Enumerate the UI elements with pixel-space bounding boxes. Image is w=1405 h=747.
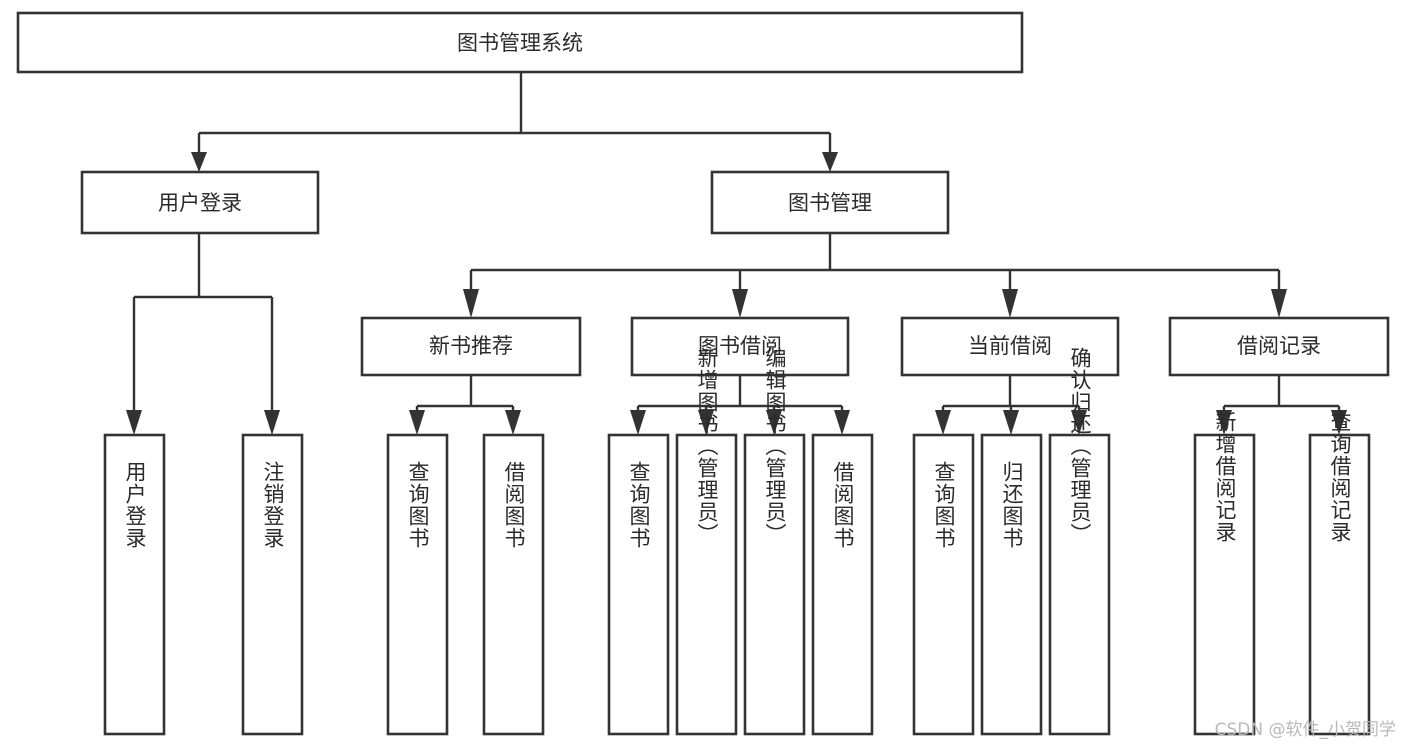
leaf-borrow-take-book[interactable]: 借阅图书 <box>811 433 874 736</box>
arrow-bookmanage-to-currentborrow <box>1002 289 1018 318</box>
arrow-newbook-to-leaf-query <box>409 410 425 435</box>
node-user-login-box[interactable] <box>80 170 320 235</box>
leaf-borrow-take-book-box[interactable] <box>811 433 874 736</box>
leaf-record-query[interactable]: 查询借阅记录 <box>1308 411 1371 736</box>
leaf-record-add-label: 新增借阅记录 <box>1213 411 1237 543</box>
node-current-borrow-box[interactable] <box>900 316 1120 377</box>
arrow-bookborrow-to-leaf-query <box>630 410 646 435</box>
leaf-borrow-edit-book-box[interactable] <box>743 433 806 736</box>
arrow-currentborrow-to-leaf-query <box>935 410 951 435</box>
leaf-current-return-book[interactable]: 归还图书 <box>980 433 1043 736</box>
arrow-root-to-user-login <box>191 152 207 172</box>
arrow-bookborrow-to-leaf-take <box>834 410 850 435</box>
leaf-borrow-take-book-label: 借阅图书 <box>831 461 855 549</box>
node-root-box[interactable] <box>16 11 1024 74</box>
arrow-newbook-to-leaf-borrow <box>505 410 521 435</box>
node-book-manage-box[interactable] <box>710 170 950 235</box>
connector-layer <box>126 72 1347 435</box>
node-user-login[interactable]: 用户登录 <box>80 170 320 235</box>
leaf-current-query-book-box[interactable] <box>912 433 975 736</box>
leaf-user-logout[interactable]: 注销登录 <box>241 433 304 736</box>
arrow-root-to-book-manage <box>822 152 838 172</box>
leaf-borrow-add-book-label: 新增图书（管理员） <box>695 347 719 545</box>
arrow-currentborrow-to-leaf-return <box>1003 410 1019 435</box>
leaf-record-query-label: 查询借阅记录 <box>1328 411 1352 543</box>
leaf-user-login-box[interactable] <box>103 433 166 736</box>
csdn-watermark: CSDN @软件_小贺同学 <box>1215 720 1396 740</box>
arrow-bookmanage-to-borrowrecord <box>1271 289 1287 318</box>
leaf-borrow-query-book[interactable]: 查询图书 <box>607 433 670 736</box>
node-borrow-record[interactable]: 借阅记录 <box>1168 316 1390 377</box>
node-new-book-recommend-label: 新书推荐 <box>429 334 513 358</box>
arrow-bookborrow-to-leaf-add <box>698 410 714 435</box>
node-current-borrow-label: 当前借阅 <box>968 334 1052 358</box>
arrow-borrowrecord-to-leaf-add <box>1216 410 1232 435</box>
node-new-book-recommend-box[interactable] <box>360 316 582 377</box>
leaf-recommend-borrow-book[interactable]: 借阅图书 <box>482 433 545 736</box>
leaf-recommend-query-book-label: 查询图书 <box>406 461 430 549</box>
node-book-borrow[interactable]: 图书借阅 <box>630 316 850 377</box>
leaf-record-add[interactable]: 新增借阅记录 <box>1193 411 1256 736</box>
leaf-borrow-edit-book[interactable]: 编辑图书（管理员） <box>743 347 806 736</box>
leaf-current-confirm-return-label: 确认归还（管理员） <box>1068 347 1092 545</box>
leaf-current-query-book-label: 查询图书 <box>932 461 956 549</box>
leaf-current-confirm-return-box[interactable] <box>1048 433 1111 736</box>
leaf-borrow-edit-book-label: 编辑图书（管理员） <box>763 347 787 545</box>
arrow-userlogin-to-leaf-login <box>126 410 142 435</box>
node-book-manage-label: 图书管理 <box>788 191 872 215</box>
node-borrow-record-label: 借阅记录 <box>1237 334 1321 358</box>
node-book-manage[interactable]: 图书管理 <box>710 170 950 235</box>
leaf-user-logout-label: 注销登录 <box>261 461 285 549</box>
leaf-recommend-borrow-book-box[interactable] <box>482 433 545 736</box>
leaf-borrow-query-book-box[interactable] <box>607 433 670 736</box>
leaf-current-return-book-label: 归还图书 <box>1000 461 1024 549</box>
node-book-borrow-box[interactable] <box>630 316 850 377</box>
leaf-user-logout-box[interactable] <box>241 433 304 736</box>
leaf-current-confirm-return[interactable]: 确认归还（管理员） <box>1048 347 1111 736</box>
leaf-user-login[interactable]: 用户登录 <box>103 433 166 736</box>
arrow-bookborrow-to-leaf-edit <box>766 410 782 435</box>
node-root-label: 图书管理系统 <box>457 31 583 55</box>
leaf-recommend-borrow-book-label: 借阅图书 <box>502 461 526 549</box>
leaf-record-add-box[interactable] <box>1193 433 1256 736</box>
node-book-borrow-label: 图书借阅 <box>698 334 782 358</box>
node-root[interactable]: 图书管理系统 <box>16 11 1024 74</box>
leaf-recommend-query-book[interactable]: 查询图书 <box>386 433 449 736</box>
node-current-borrow[interactable]: 当前借阅 <box>900 316 1120 377</box>
leaf-borrow-add-book-box[interactable] <box>675 433 738 736</box>
leaf-recommend-query-book-box[interactable] <box>386 433 449 736</box>
leaf-record-query-box[interactable] <box>1308 433 1371 736</box>
node-user-login-label: 用户登录 <box>158 191 242 215</box>
leaf-borrow-query-book-label: 查询图书 <box>627 461 651 549</box>
node-borrow-record-box[interactable] <box>1168 316 1390 377</box>
arrow-userlogin-to-leaf-logout <box>264 410 280 435</box>
leaf-current-return-book-box[interactable] <box>980 433 1043 736</box>
arrow-currentborrow-to-leaf-confirm <box>1071 410 1087 435</box>
arrow-bookmanage-to-bookborrow <box>732 289 748 318</box>
leaf-current-query-book[interactable]: 查询图书 <box>912 433 975 736</box>
leaf-user-login-label: 用户登录 <box>123 461 147 549</box>
arrow-bookmanage-to-newbook <box>463 289 479 318</box>
node-new-book-recommend[interactable]: 新书推荐 <box>360 316 582 377</box>
leaf-borrow-add-book[interactable]: 新增图书（管理员） <box>675 347 738 736</box>
arrow-borrowrecord-to-leaf-query <box>1331 410 1347 435</box>
